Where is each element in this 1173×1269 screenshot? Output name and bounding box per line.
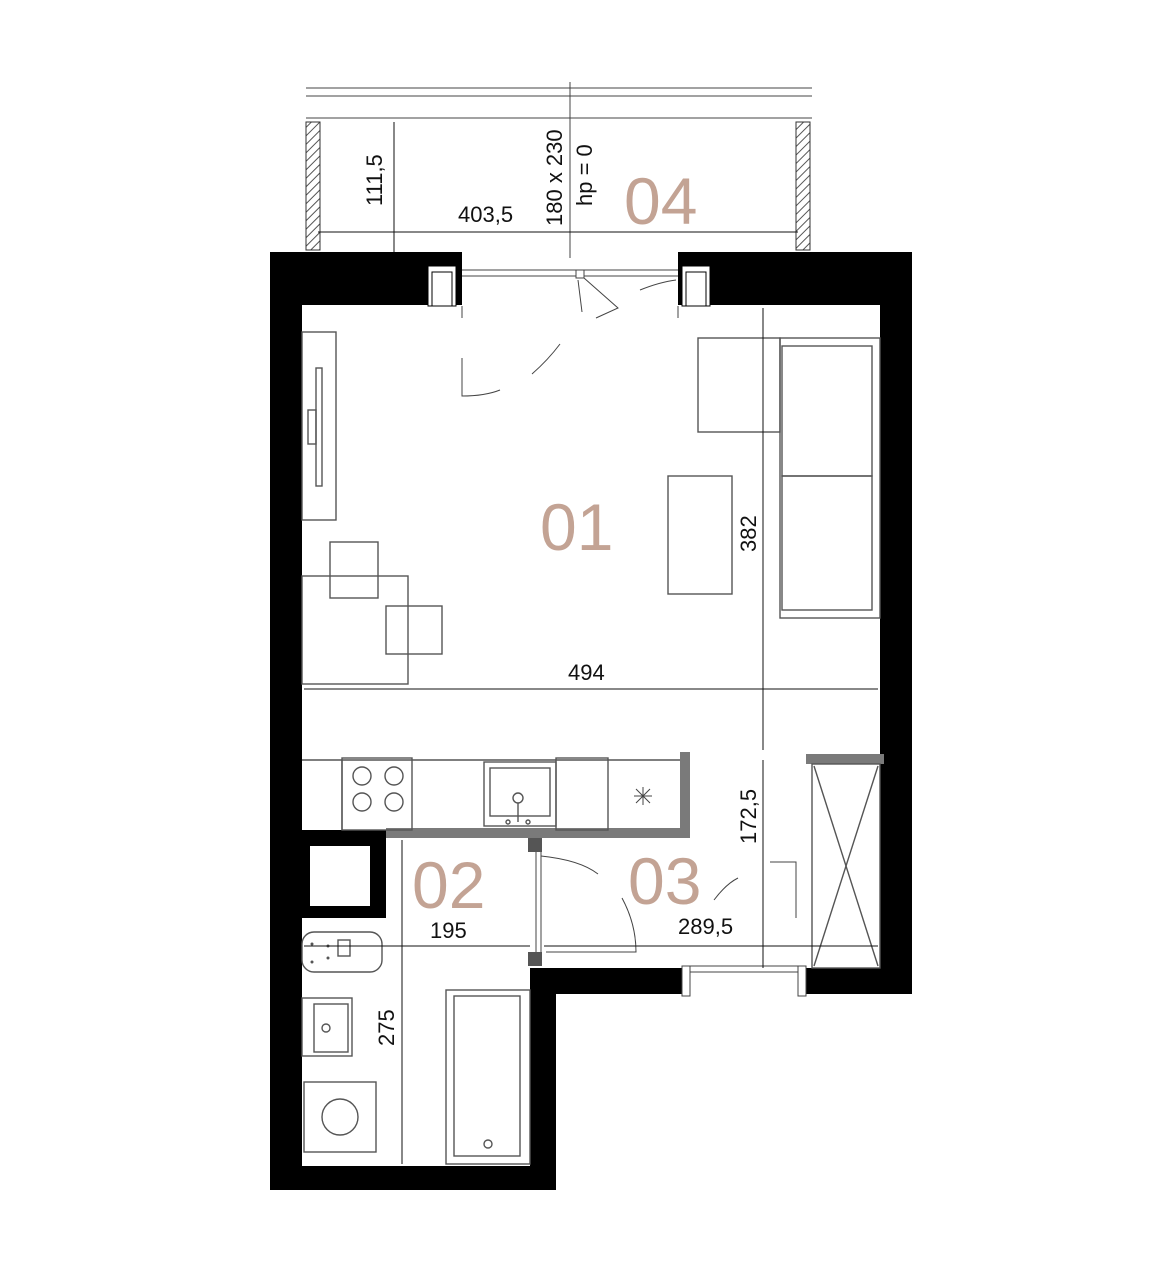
wall-hall-bottom-left — [530, 968, 684, 994]
wall-bottom — [270, 1166, 556, 1190]
wall-right — [880, 252, 912, 994]
door-swing-living — [461, 343, 561, 397]
wall-bath-right — [530, 968, 556, 1190]
room-label-01: 01 — [540, 490, 613, 564]
wardrobe — [806, 754, 884, 969]
bathtub — [445, 989, 531, 1165]
window-balcony-door — [461, 269, 679, 319]
room-label-02: 02 — [412, 848, 485, 922]
balcony-right-post — [795, 121, 811, 251]
dim-window-size: 180 x 230 — [542, 129, 567, 226]
wall-top-left — [270, 252, 462, 305]
room-label-03: 03 — [628, 844, 701, 918]
room-label-04: 04 — [624, 164, 697, 238]
bathroom-door — [528, 838, 637, 966]
wall-top-right — [678, 252, 912, 305]
dimension-lines — [304, 122, 878, 1164]
sofa — [697, 337, 881, 619]
entrance-door — [681, 861, 807, 997]
dim-balcony-width: 403,5 — [458, 202, 513, 227]
dim-bath-height: 275 — [374, 1009, 399, 1046]
dim-hall-height: 172,5 — [736, 789, 761, 844]
counter-edge — [386, 828, 690, 838]
balcony — [305, 82, 812, 258]
balcony-left-post — [305, 121, 321, 251]
tv-cabinet — [301, 331, 337, 521]
wall-hall-bottom-right — [804, 968, 912, 994]
walls — [270, 252, 912, 1190]
wall-shaft — [302, 830, 386, 918]
dim-window-hp: hp = 0 — [572, 144, 597, 206]
dim-bath-width: 195 — [430, 918, 467, 943]
dining-table — [301, 541, 443, 685]
dim-balcony-depth: 111,5 — [362, 154, 387, 206]
washing-machine — [303, 1081, 377, 1153]
toilet — [301, 931, 383, 973]
coffee-table — [667, 475, 733, 595]
dim-hall-width: 289,5 — [678, 914, 733, 939]
wall-left — [270, 252, 302, 1190]
kitchen-counter — [302, 752, 690, 838]
fridge-icon — [634, 787, 652, 805]
dim-living-width: 494 — [568, 660, 605, 685]
washbasin — [301, 997, 353, 1057]
dim-living-height: 382 — [736, 515, 761, 552]
